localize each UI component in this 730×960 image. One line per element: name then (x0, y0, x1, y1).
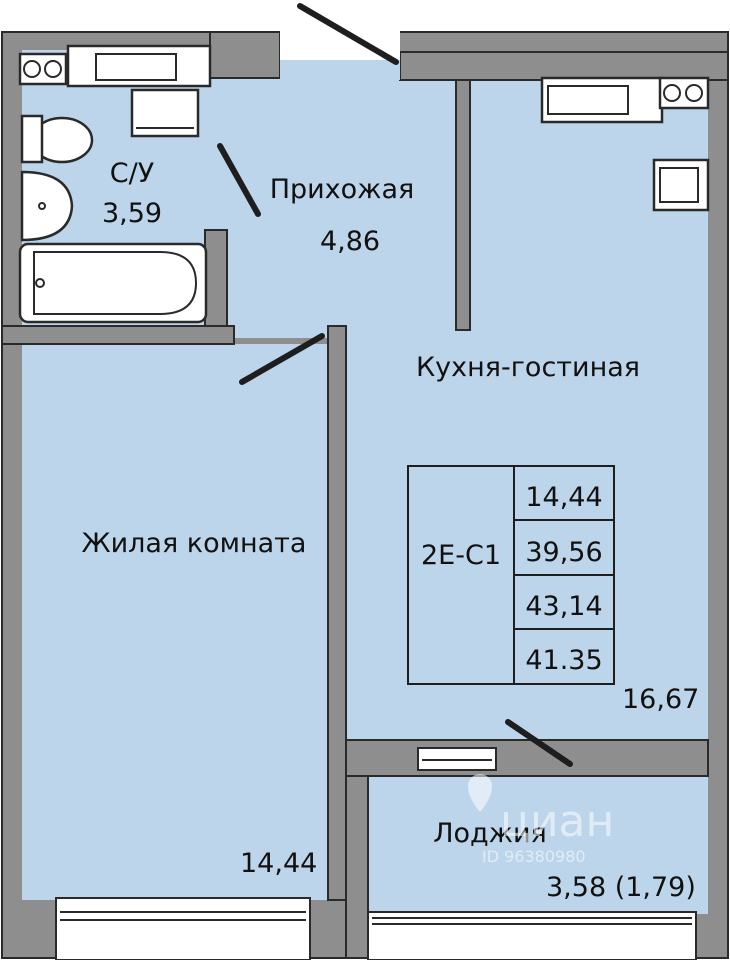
entrance-door-icon (297, 3, 399, 65)
partition-bath-bottom (1, 325, 235, 345)
bathroom-name: С/У (110, 158, 154, 189)
partition-kitchen-stub (455, 79, 471, 331)
watermark-pin-icon (468, 774, 492, 812)
toilet-tank-icon (20, 114, 44, 164)
apartment-code: 2Е-С1 (421, 540, 501, 571)
loggia-floor (368, 776, 708, 914)
stove-burner-2-icon (44, 60, 62, 78)
kitchen-stove-icon (658, 76, 710, 110)
stove-icon-bath (18, 52, 68, 86)
partition-kitchen-loggia (345, 739, 709, 777)
kitchen-living-name: Кухня-гостиная (416, 352, 640, 383)
watermark: циан ID 96380980 (468, 774, 614, 866)
bathroom-area: 3,59 (102, 198, 162, 229)
loggia-door-icon (505, 719, 573, 767)
kitchen-window-inner (547, 85, 629, 115)
washing-machine-icon (130, 88, 200, 138)
kitchen-living-area: 16,67 (622, 684, 699, 715)
sink-drain-icon (38, 202, 46, 210)
watermark-id: ID 96380980 (482, 847, 586, 866)
bathtub-inner-icon (33, 251, 198, 315)
bathroom-window-inner (95, 53, 177, 81)
table-value-1: 14,44 (525, 482, 602, 513)
partition-loggia-left (345, 775, 369, 959)
watermark-brand: циан (500, 796, 614, 847)
entrance-threshold (280, 60, 400, 80)
partition-bath-hall (204, 229, 228, 341)
kitchen-window-unit (540, 76, 664, 124)
stove-burner-1-icon (23, 60, 41, 78)
loggia-window (367, 911, 697, 960)
partition-top-hall (209, 31, 281, 79)
hallway-lower-floor (232, 328, 346, 338)
sink-icon (20, 170, 74, 242)
bathtub-drain-icon (35, 278, 45, 288)
kitchen-burner-1-icon (663, 84, 681, 102)
bathtub-icon (18, 242, 208, 324)
partition-living-hall (327, 325, 347, 901)
partition-top-kitchen (399, 51, 729, 81)
hallway-area: 4,86 (320, 226, 380, 257)
loggia-name: Лоджия (433, 818, 547, 849)
apartment-info-table: 2Е-С1 14,44 39,56 43,14 41.35 (407, 465, 615, 685)
living-room-name: Жилая комната (82, 528, 307, 559)
kitchen-sink-basin-icon (659, 167, 699, 203)
table-value-3: 43,14 (525, 591, 602, 622)
table-value-4: 41.35 (525, 645, 602, 676)
hallway-name: Прихожая (270, 174, 415, 205)
living-room-area: 14,44 (240, 848, 317, 879)
living-room-door-icon (239, 333, 325, 385)
kitchen-burner-2-icon (685, 84, 703, 102)
loggia-area: 3,58 (1,79) (546, 872, 696, 903)
bathroom-door-icon (217, 143, 261, 217)
table-value-2: 39,56 (525, 537, 602, 568)
living-room-floor (22, 344, 328, 900)
living-room-window (55, 897, 311, 960)
